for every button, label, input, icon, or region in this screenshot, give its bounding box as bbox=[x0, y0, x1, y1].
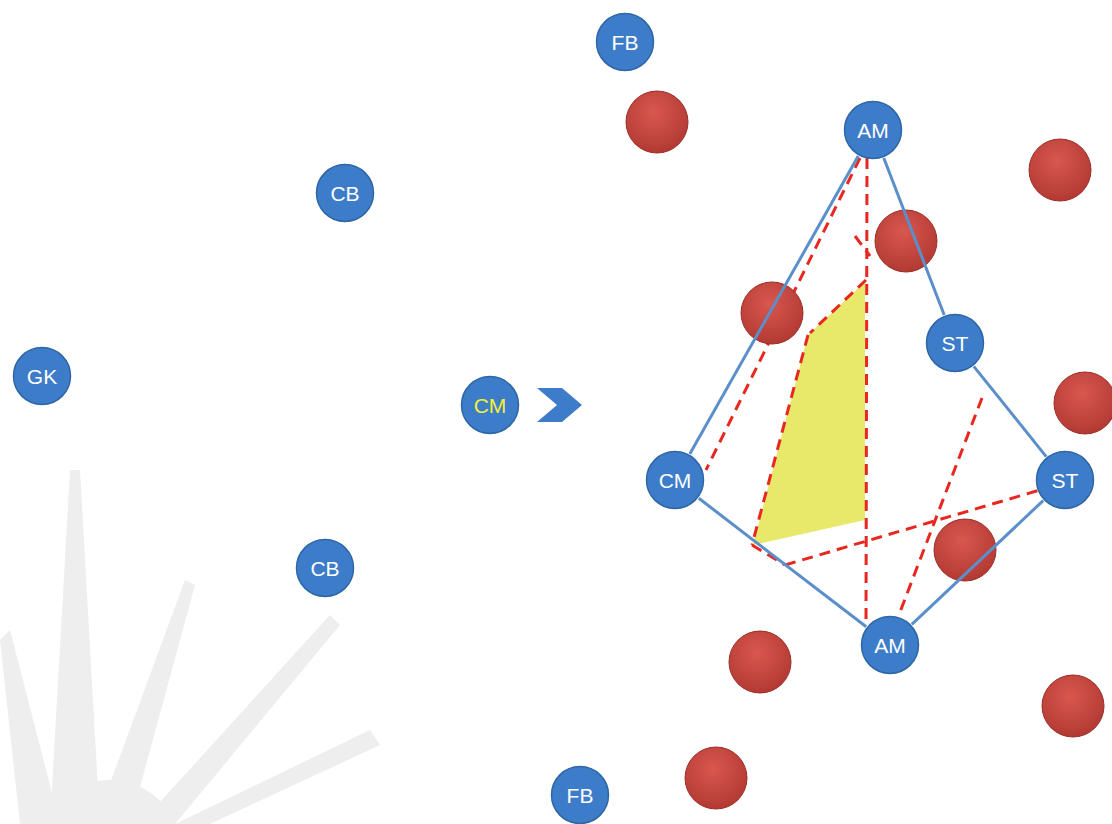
position-label: FB bbox=[567, 785, 594, 806]
player-circle: GK bbox=[12, 346, 72, 406]
passing-line bbox=[884, 158, 944, 315]
position-label: CB bbox=[330, 183, 359, 204]
opponent-players bbox=[626, 91, 1112, 809]
player-circle: ST bbox=[925, 313, 985, 373]
player-circle: FB bbox=[595, 12, 655, 72]
position-label: GK bbox=[27, 366, 57, 387]
position-label: AM bbox=[874, 635, 906, 656]
position-label: AM bbox=[857, 120, 889, 141]
player-circle: CM bbox=[645, 450, 705, 510]
red-dashed-lines bbox=[706, 158, 1040, 625]
position-label: CB bbox=[310, 558, 339, 579]
player-circle: AM bbox=[843, 100, 903, 160]
passing-line bbox=[690, 156, 858, 454]
sunburst-watermark bbox=[0, 470, 380, 824]
passing-line bbox=[974, 366, 1046, 456]
player-circle: CB bbox=[315, 163, 375, 223]
position-label: FB bbox=[612, 32, 639, 53]
player-circle: AM bbox=[860, 615, 920, 675]
player-circle: ST bbox=[1035, 450, 1095, 510]
position-label: CM bbox=[474, 395, 507, 416]
player-circle: CB bbox=[295, 538, 355, 598]
player-circle: CM bbox=[460, 375, 520, 435]
player-circle: FB bbox=[550, 765, 610, 824]
passing-line bbox=[912, 501, 1043, 625]
position-label: ST bbox=[942, 333, 969, 354]
passing-line bbox=[699, 498, 866, 626]
position-label: CM bbox=[659, 470, 692, 491]
movement-chevron bbox=[537, 388, 582, 422]
position-label: ST bbox=[1052, 470, 1079, 491]
